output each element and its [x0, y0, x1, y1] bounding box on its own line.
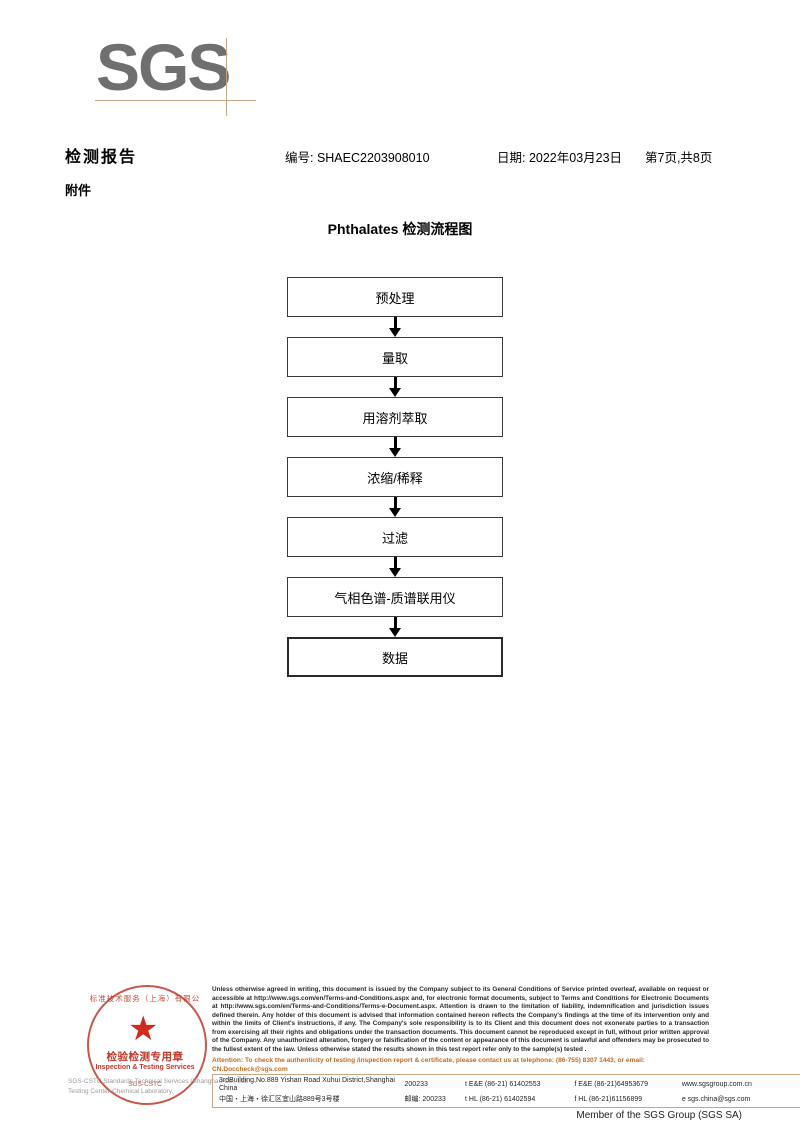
flowchart: 预处理 量取 用溶剂萃取 浓缩/稀释 过滤 气相色谱-质谱联 [287, 277, 503, 677]
address-cn: 中国・上海・徐汇区宜山路889号3号楼 [219, 1095, 340, 1103]
email-link[interactable]: e sgs.china@sgs.com [681, 1095, 751, 1103]
member-of-sgs-group-text: Member of the SGS Group (SGS SA) [576, 1110, 742, 1121]
address-row: 中国・上海・徐汇区宜山路889号3号楼 邮编: 200233 t HL (86-… [219, 1092, 799, 1107]
flow-arrow-icon [287, 617, 503, 637]
zip-cn: 邮编: 200233 [404, 1095, 446, 1103]
flow-step-label: 浓缩/稀释 [367, 470, 423, 486]
address-left-rule [212, 1074, 213, 1108]
flowchart-title: Phthalates 检测流程图 [327, 221, 473, 237]
flow-step-box: 气相色谱-质谱联用仪 [287, 577, 503, 617]
sgs-logo: SGS [95, 34, 256, 118]
flow-step-label: 气相色谱-质谱联用仪 [334, 590, 456, 606]
address-top-rule [212, 1074, 800, 1075]
tel-hl: t HL (86-21) 61402594 [465, 1095, 536, 1103]
address-row: 3rdBuilding,No.889 Yishan Road Xuhui Dis… [219, 1077, 799, 1092]
flow-arrow-icon [287, 437, 503, 457]
stamp-arc-top-text: 标准技术服务（上海）有限公 [89, 994, 201, 1003]
official-stamp: 标准技术服务（上海）有限公 ★ 检验检测专用章 Inspection & Tes… [87, 985, 207, 1105]
flow-step-label: 预处理 [375, 290, 415, 306]
address-en: 3rdBuilding,No.889 Yishan Road Xuhui Dis… [219, 1077, 395, 1092]
flow-arrow-icon [287, 377, 503, 397]
address-block: 3rdBuilding,No.889 Yishan Road Xuhui Dis… [219, 1077, 799, 1107]
laboratory-company-text: SGS-CSTC Standards Technical Services (S… [68, 1078, 249, 1095]
logo-horizontal-rule [95, 100, 256, 101]
sgs-logo-text: SGS [96, 30, 231, 104]
fax-hl: f HL (86-21)61156899 [574, 1095, 643, 1103]
fax-ee: f E&E (86-21)64953679 [574, 1080, 648, 1088]
flow-step-label: 数据 [381, 650, 408, 666]
flow-step-label: 过滤 [381, 530, 408, 546]
flow-step-box: 用溶剂萃取 [287, 397, 503, 437]
stamp-arc-bottom-text: SGS-CSTC [128, 1081, 162, 1088]
flow-step-box: 过滤 [287, 517, 503, 557]
website-link[interactable]: www.sgsgroup.com.cn [681, 1080, 752, 1088]
report-date: 日期: 2022年03月23日 [497, 151, 623, 165]
zip-en: 200233 [404, 1080, 428, 1088]
flow-step-label: 量取 [381, 350, 408, 366]
flow-arrow-icon [287, 497, 503, 517]
attention-notice-text: Attention: To check the authenticity of … [212, 1057, 645, 1073]
flow-step-box: 量取 [287, 337, 503, 377]
report-number: 编号: SHAEC2203908010 [285, 151, 430, 165]
stamp-ring [87, 985, 207, 1105]
logo-vertical-rule [226, 38, 227, 116]
page-indicator: 第7页,共8页 [645, 151, 713, 165]
flow-arrow-icon [287, 317, 503, 337]
flow-step-box: 浓缩/稀释 [287, 457, 503, 497]
stamp-center-en-text: Inspection & Testing Services [95, 1064, 195, 1071]
attachment-label: 附件 [65, 183, 92, 198]
flow-step-box: 预处理 [287, 277, 503, 317]
page-title: 检测报告 [65, 149, 138, 166]
star-icon: ★ [128, 1010, 159, 1048]
flow-arrow-icon [287, 557, 503, 577]
flow-step-box: 数据 [287, 637, 503, 677]
flow-step-label: 用溶剂萃取 [362, 410, 428, 426]
legal-terms-text: Unless otherwise agreed in writing, this… [212, 986, 709, 1053]
tel-ee: t E&E (86-21) 61402553 [465, 1080, 541, 1088]
address-bottom-rule [212, 1107, 800, 1108]
stamp-center-cn-text: 检验检测专用章 [106, 1051, 184, 1063]
